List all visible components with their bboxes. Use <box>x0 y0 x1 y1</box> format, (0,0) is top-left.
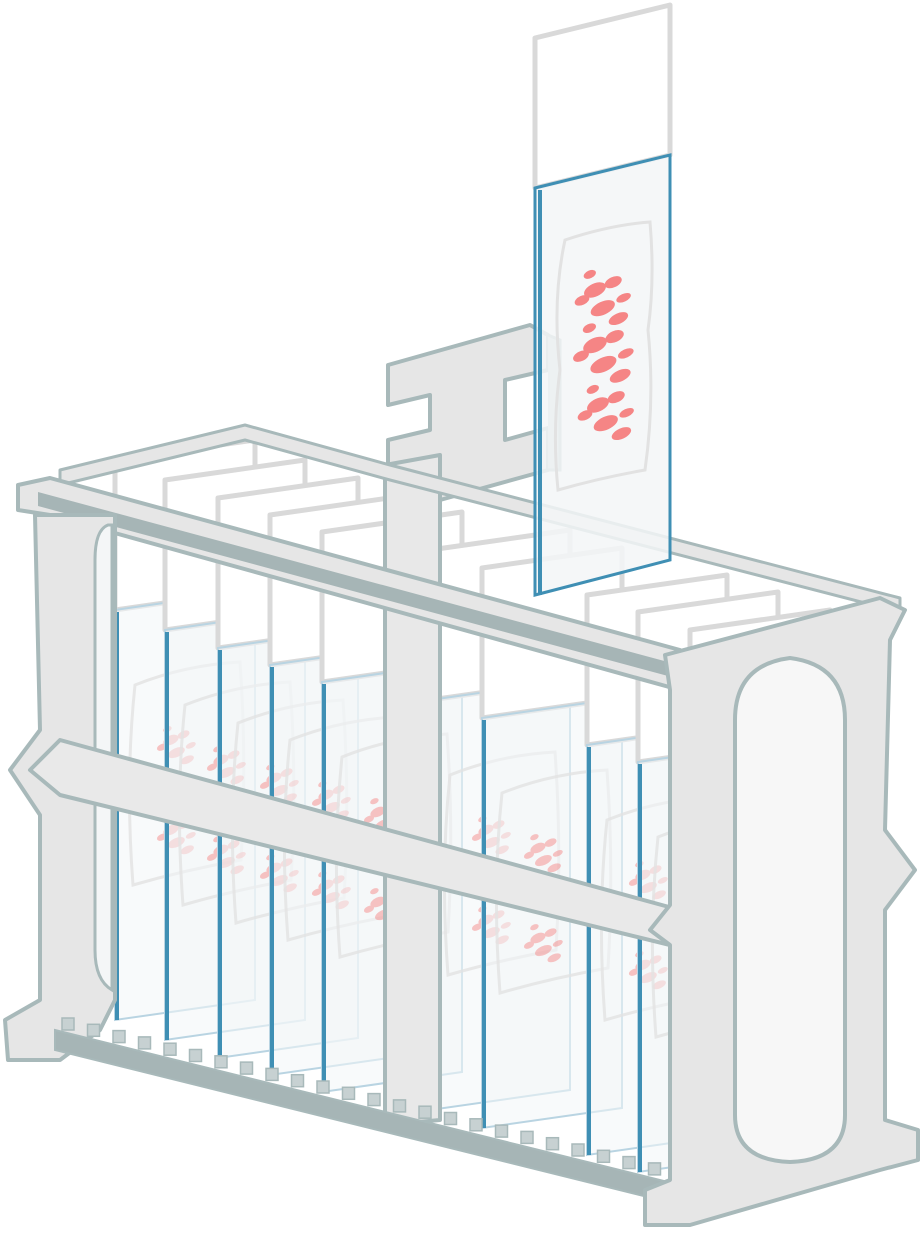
lifted-stain-middle-blob-3 <box>590 355 617 374</box>
lifted-stain-middle-blob-5 <box>582 323 596 334</box>
lifted-slide-tissue <box>553 220 654 492</box>
comb-tooth-19 <box>520 1130 534 1145</box>
left-slide-2-stain-b-blob-2 <box>206 853 218 861</box>
comb-tooth-23 <box>622 1155 636 1170</box>
lifted-stain-middle <box>573 323 634 383</box>
left-slide-5-stain-a-blob-0 <box>370 806 386 818</box>
comb-tooth-15 <box>418 1105 432 1119</box>
lifted-stain-middle-blob-4 <box>617 348 634 359</box>
lifted-stain-bottom-blob-4 <box>619 407 634 418</box>
comb-tooth-4 <box>137 1036 152 1050</box>
comb-teeth <box>61 1017 662 1176</box>
left-slide-2-stain-a-blob-2 <box>206 763 218 771</box>
comb-tooth-20 <box>545 1136 560 1151</box>
right-slide-2-stain-a-blob-5 <box>530 834 539 841</box>
right-slide-2-stain-b-blob-1 <box>544 928 557 937</box>
lifted-stain-top-blob-4 <box>616 292 631 303</box>
comb-tooth-17 <box>469 1118 483 1132</box>
lifted-stain-middle-blob-2 <box>573 350 589 362</box>
lifted-stain-bottom-blob-2 <box>577 410 593 421</box>
comb-tooth-11 <box>316 1080 330 1094</box>
left-slide-5-stain-b-blob-5 <box>370 888 379 895</box>
comb-tooth-1 <box>61 1017 75 1031</box>
lifted-stain-bottom-blob-1 <box>607 391 625 404</box>
right-slide-3-stain-a-blob-2 <box>628 878 640 886</box>
right-slide-2-stain-b-blob-4 <box>552 940 563 947</box>
comb-tooth-21 <box>571 1143 585 1157</box>
comb-tooth-8 <box>239 1061 254 1075</box>
comb-tooth-14 <box>392 1099 407 1113</box>
right-slide-3-stain-b-blob-2 <box>628 968 640 976</box>
staining-rack-frame <box>3 323 920 1227</box>
comb-tooth-16 <box>443 1111 458 1126</box>
left-slide-5-stain-b-blob-2 <box>363 905 375 913</box>
lifted-stain-top-blob-1 <box>604 276 622 289</box>
left-slide-3-stain-a-blob-2 <box>259 781 271 789</box>
left-slide-5-stain-b-blob-0 <box>370 896 386 908</box>
lifted-stain-bottom-blob-6 <box>611 427 632 441</box>
left-slide-4-stain-b-blob-2 <box>311 888 323 896</box>
comb-tooth-13 <box>367 1092 381 1107</box>
left-slide-5-stain-a-blob-2 <box>363 815 375 823</box>
right-frame-window <box>733 655 847 1165</box>
comb-tooth-24 <box>647 1162 662 1176</box>
lifted-stain-top-blob-5 <box>583 269 596 279</box>
right-slide-2-stain-b-blob-2 <box>523 941 535 949</box>
lifted-stain-bottom-blob-0 <box>587 397 609 413</box>
comb-tooth-22 <box>596 1149 611 1164</box>
lifted-stain-top-blob-2 <box>574 295 590 306</box>
right-slide-2-stain-a <box>523 834 563 873</box>
right-slide-2-stain-b-blob-6 <box>547 953 561 963</box>
comb-tooth-2 <box>86 1023 101 1038</box>
lifted-slide-glass <box>533 153 672 597</box>
right-slide-2-stain-a-blob-0 <box>530 842 546 854</box>
comb-tooth-18 <box>494 1124 509 1138</box>
lifted-stain-top <box>574 269 631 326</box>
comb-tooth-10 <box>290 1073 305 1088</box>
lifted-stain-bottom-blob-3 <box>593 415 618 432</box>
comb-tooth-3 <box>112 1029 126 1044</box>
right-slide-2-stain-b <box>523 924 563 963</box>
right-slide-2-stain-b-blob-3 <box>535 945 552 957</box>
lifted-stain-bottom-blob-5 <box>586 384 599 394</box>
comb-tooth-7 <box>214 1055 228 1069</box>
right-slide-2-stain-a-blob-6 <box>547 863 561 873</box>
lifted-stain-middle-blob-1 <box>605 330 624 344</box>
left-slide-5-stain-a-blob-5 <box>370 798 379 805</box>
left-slide-4-stain-a-blob-2 <box>311 798 323 806</box>
lifted-stain-middle-blob-6 <box>609 368 631 383</box>
lifted-stain-middle-blob-0 <box>583 336 607 354</box>
lifted-stain-top-blob-0 <box>584 282 606 298</box>
comb-tooth-12 <box>341 1086 356 1101</box>
left-slide-3-stain-b-blob-2 <box>259 871 271 879</box>
right-slide-2-stain-b-blob-0 <box>530 932 546 944</box>
lifted-slide <box>532 2 673 597</box>
right-slide-2-stain-a-blob-4 <box>552 850 563 857</box>
right-slide-1-stain-a-blob-2 <box>471 833 483 841</box>
lifted-slide-stain <box>573 269 634 441</box>
right-slide-2-stain-a-blob-2 <box>523 851 535 859</box>
lifted-stain-bottom <box>577 384 634 441</box>
comb-tooth-5 <box>163 1042 177 1056</box>
right-slide-2-stain-b-blob-5 <box>530 924 539 931</box>
right-slide-2-stain-a-blob-1 <box>544 838 557 847</box>
right-slide-2-stain-a-blob-3 <box>535 855 552 867</box>
right-slide-1-stain-b-blob-2 <box>471 923 483 931</box>
lifted-stain-top-blob-6 <box>608 312 629 326</box>
center-divider <box>383 453 442 1127</box>
comb-tooth-6 <box>188 1048 203 1063</box>
comb-tooth-9 <box>265 1067 279 1082</box>
lifted-stain-top-blob-3 <box>590 300 615 317</box>
